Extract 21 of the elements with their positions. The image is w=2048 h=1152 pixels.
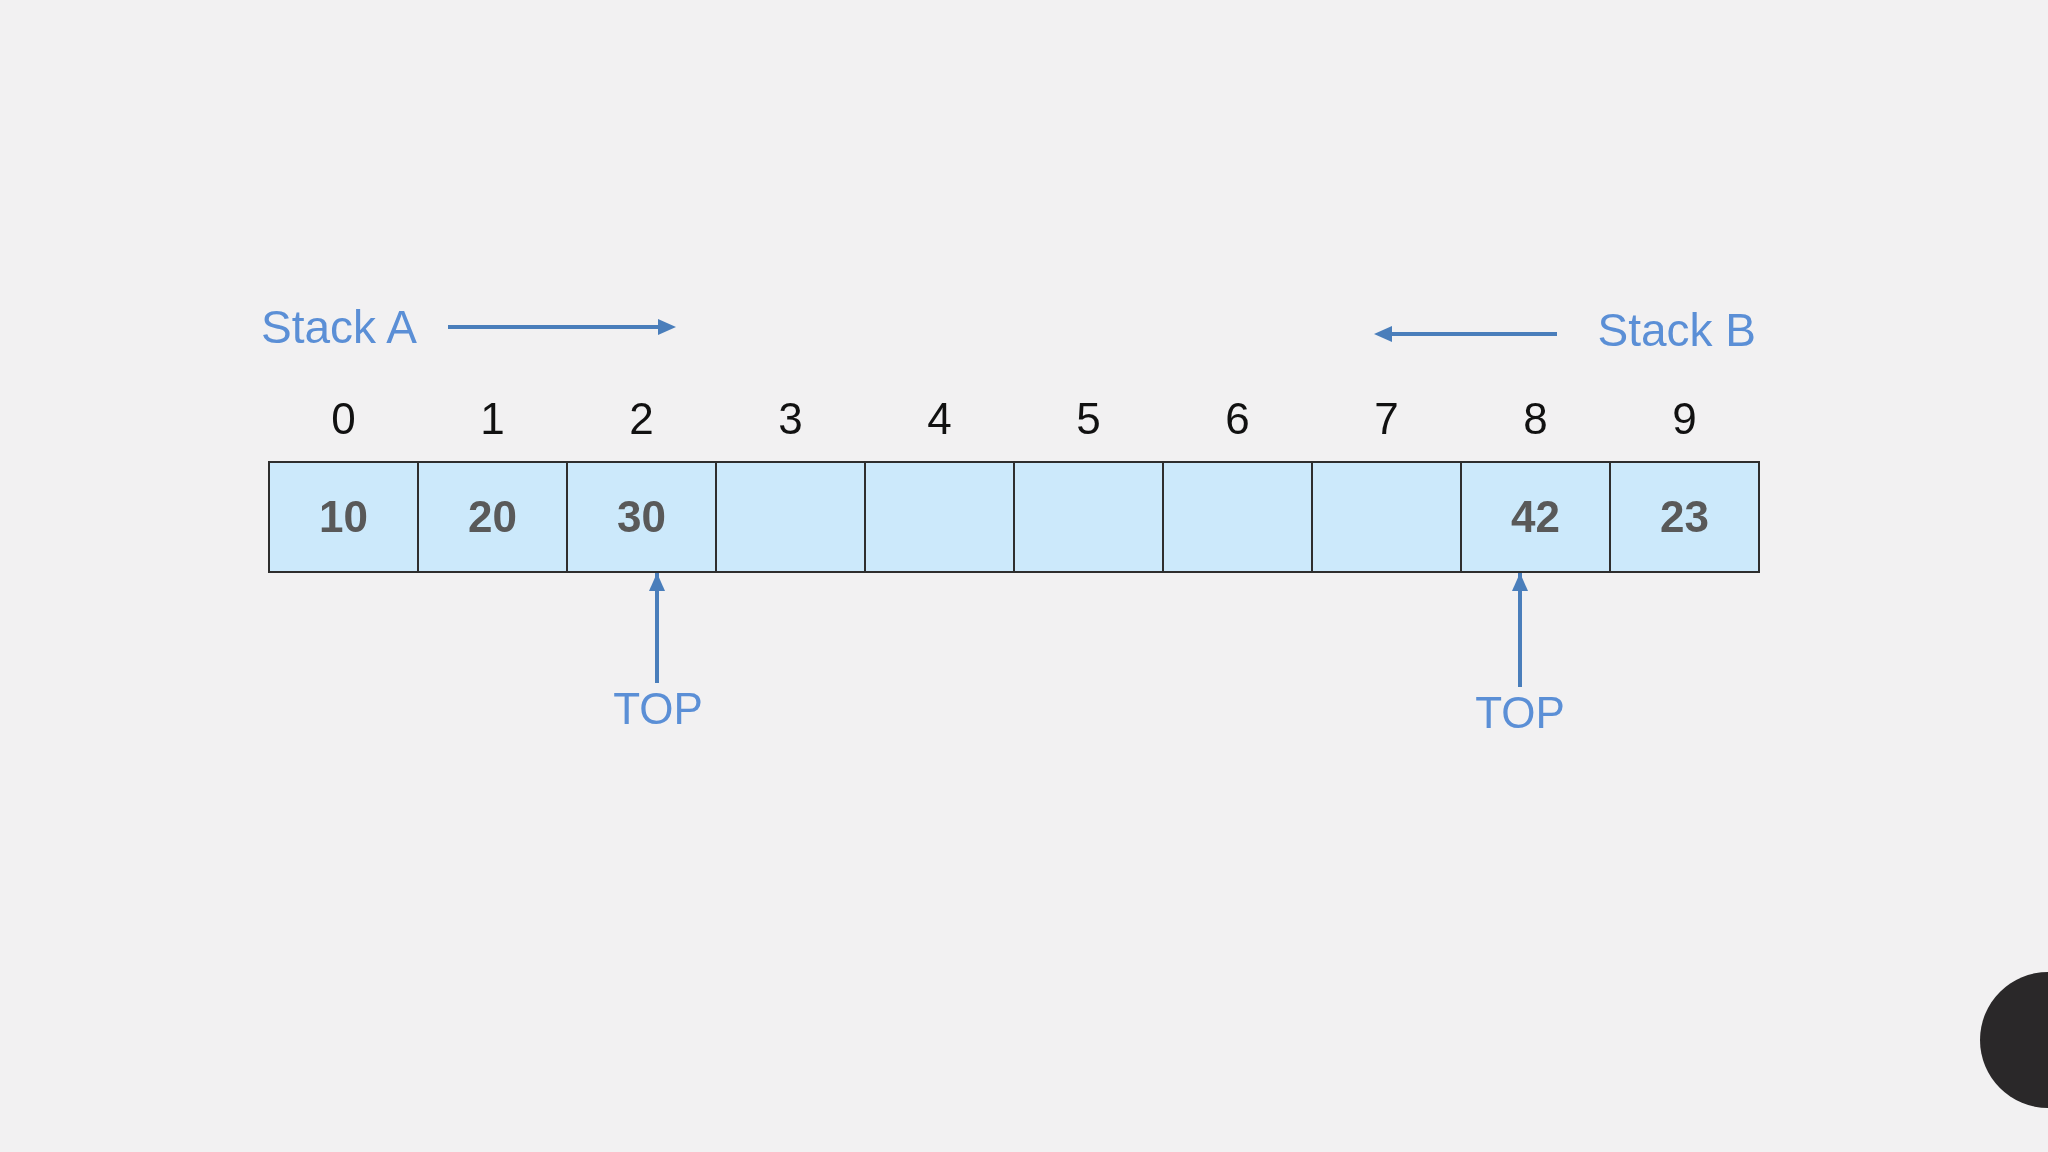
stack-label: Stack A <box>261 300 417 354</box>
array-cell: 42 <box>1460 461 1611 573</box>
array-cell: 23 <box>1609 461 1760 573</box>
arrow <box>649 573 665 683</box>
stack-label: Stack B <box>1597 303 1756 357</box>
index-number: 5 <box>1076 393 1101 445</box>
index-number: 9 <box>1672 393 1697 445</box>
array-cell: 30 <box>566 461 717 573</box>
arrow <box>1512 573 1528 687</box>
index-number: 3 <box>778 393 803 445</box>
pointer-label: TOP <box>612 683 704 735</box>
index-number: 2 <box>629 393 654 445</box>
array-cell: 10 <box>268 461 419 573</box>
index-number: 8 <box>1523 393 1548 445</box>
index-number: 7 <box>1374 393 1399 445</box>
index-number: 6 <box>1225 393 1250 445</box>
pointer-label: TOP <box>1474 687 1566 739</box>
index-number: 0 <box>331 393 356 445</box>
index-number: 4 <box>927 393 952 445</box>
index-number: 1 <box>480 393 505 445</box>
array-cell: 20 <box>417 461 568 573</box>
